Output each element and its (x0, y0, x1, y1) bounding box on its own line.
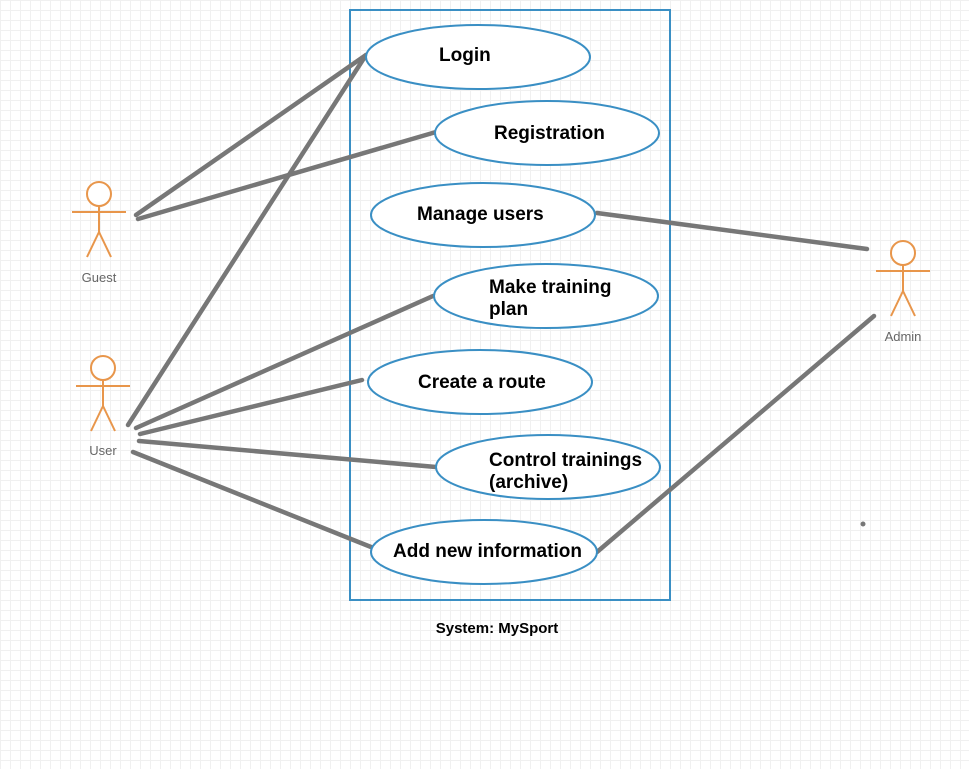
actor-user[interactable]: User (76, 355, 130, 458)
association-user-login[interactable] (125, 52, 369, 428)
use-case-label: Manage users (417, 204, 544, 225)
system-boundary[interactable] (349, 9, 671, 601)
use-case-label: Add new information (393, 541, 582, 562)
actor-leg-left (86, 231, 100, 258)
actor-label: User (89, 443, 117, 458)
actor-leg-right (102, 405, 116, 432)
association-admin-add-new-information[interactable] (594, 313, 877, 555)
use-case-label: Create a route (418, 372, 546, 393)
use-case-ellipse (367, 349, 593, 415)
use-case-add-new-information[interactable]: Add new information (370, 519, 598, 585)
association-user-create-route[interactable] (137, 377, 365, 437)
use-case-label-line-2: plan (489, 299, 528, 320)
actor-head (890, 240, 916, 266)
association-user-control-trainings[interactable] (136, 438, 439, 470)
actor-label: Guest (82, 270, 117, 285)
use-case-label: Login (439, 45, 491, 66)
use-case-label-line-2: (archive) (489, 472, 568, 493)
actor-head (90, 355, 116, 381)
use-case-ellipse (365, 24, 591, 90)
actor-head (86, 181, 112, 207)
use-case-ellipse (433, 263, 659, 329)
actor-label: Admin (885, 329, 922, 344)
actor-leg-left (890, 290, 904, 317)
use-case-label: Control trainings (489, 450, 642, 471)
actor-leg-right (902, 290, 916, 317)
actor-leg-right (98, 231, 112, 258)
use-case-create-route[interactable]: Create a route (367, 349, 593, 415)
association-admin-manage-users[interactable] (594, 210, 870, 252)
actor-leg-left (90, 405, 104, 432)
use-case-ellipse (435, 434, 661, 500)
use-case-login[interactable]: Login (365, 24, 591, 90)
use-case-make-training-plan[interactable]: Make training plan (433, 263, 659, 329)
use-case-ellipse (370, 519, 598, 585)
use-case-ellipse (434, 100, 660, 166)
association-user-make-training-plan[interactable] (133, 293, 436, 431)
actor-admin[interactable]: Admin (876, 240, 930, 344)
actor-guest[interactable]: Guest (72, 181, 126, 285)
associations (125, 52, 877, 555)
use-case-ellipse (370, 182, 596, 248)
use-case-label: Registration (494, 123, 605, 144)
stray-dot (860, 521, 866, 527)
association-guest-login[interactable] (133, 52, 369, 218)
use-case-control-trainings[interactable]: Control trainings (archive) (435, 434, 661, 500)
system-caption: System: MySport (436, 620, 559, 637)
use-case-registration[interactable]: Registration (434, 100, 660, 166)
association-user-add-new-information[interactable] (130, 449, 374, 550)
use-case-manage-users[interactable]: Manage users (370, 182, 596, 248)
use-case-label: Make training (489, 277, 611, 298)
